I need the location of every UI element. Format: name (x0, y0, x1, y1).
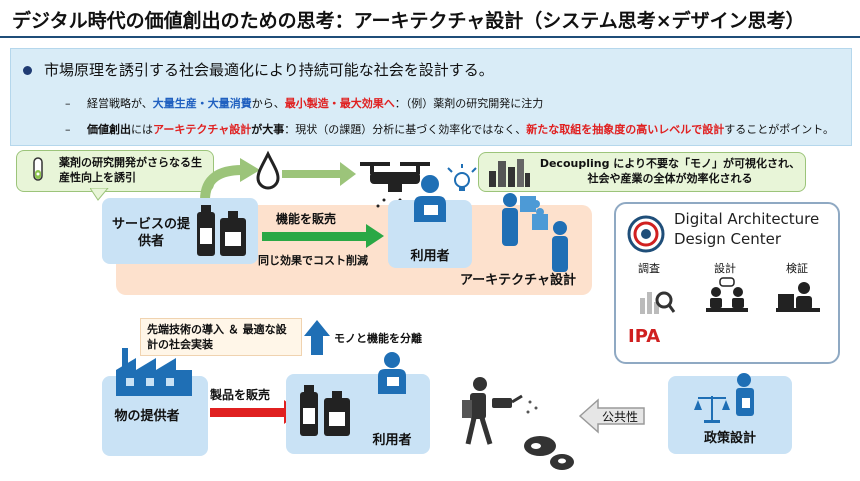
page-title: デジタル時代の価値創出のための思考：アーキテクチャ設計（システム思考×デザイン思… (12, 10, 805, 32)
lower-person-icon (378, 352, 406, 394)
dadc-card: Digital Architecture Design Center 調査 設計… (614, 202, 840, 364)
upper-user-box (388, 200, 472, 268)
dadc-label-design: 設計 (714, 262, 736, 275)
dadc-label-research: 調査 (638, 262, 660, 275)
water-drop-icon (256, 150, 280, 190)
summary-banner: 市場原理を誘引する社会最適化により持続可能な社会を設計する。 –経営戦略が、大量… (10, 48, 852, 146)
person-icon (414, 175, 446, 222)
tech-note: 先端技術の導入 ＆ 最適な設計の社会実装 (140, 318, 302, 356)
lower-user-label: 利用者 (372, 433, 412, 448)
callout-left-pointer (90, 188, 109, 201)
public-label: 公共性 (602, 410, 639, 424)
upper-user-label: 利用者 (410, 249, 450, 264)
dadc-name-line1: Digital Architecture (674, 210, 820, 228)
title-divider (0, 36, 860, 38)
bullet-icon (23, 66, 32, 75)
public-arrow (578, 398, 645, 434)
service-provider-label: サービスの提供者 (111, 217, 190, 249)
callout-rnd-text: 薬剤の研究開発がさらなる生産性向上を誘引 (59, 156, 202, 184)
separate-label: モノと機能を分離 (334, 332, 422, 345)
puzzle-team-icon (502, 193, 568, 272)
hiker-watering-icon (462, 377, 574, 470)
policy-label: 政策設計 (703, 431, 756, 446)
separate-arrow-head (304, 320, 330, 336)
ipa-logo: IPA (628, 326, 661, 347)
chart-magnifier-icon (640, 291, 676, 314)
meeting-icon (706, 277, 748, 312)
curved-arrow-head (240, 158, 260, 182)
separate-arrow (311, 335, 323, 355)
banner-main: 市場原理を誘引する社会最適化により持続可能な社会を設計する。 (23, 59, 494, 80)
callout-decoupling-text: Decoupling により不要な「モノ」が可視化され、社会や産業の全体が効率化… (539, 157, 801, 185)
function-sale-arrow-head (366, 224, 384, 248)
function-sale-arrow (262, 232, 368, 241)
factory-icon (116, 348, 192, 396)
product-sale-arrow (210, 408, 286, 417)
product-sale-label: 製品を販売 (210, 388, 271, 402)
callout-rnd: 薬剤の研究開発がさらなる生産性向上を誘引 (16, 150, 214, 192)
lightbulb-icon (447, 164, 477, 191)
drop-to-drone-arrow (282, 170, 342, 178)
tech-note-text: 先端技術の導入 ＆ 最適な設計の社会実装 (147, 323, 287, 351)
cost-reduction-label: 同じ効果でコスト削減 (258, 254, 368, 267)
bottles-icon (197, 205, 246, 256)
lower-bottles-icon (300, 385, 350, 436)
curved-arrow (200, 165, 243, 201)
drop-to-drone-head (340, 162, 356, 186)
policy-scales-icon (694, 373, 754, 423)
globe-logo-icon (627, 215, 665, 253)
laptop-worker-icon (776, 282, 820, 312)
banner-line-1: –経営戦略が、大量生産・大量消費から、最小製造・最大効果へ：（例）薬剤の研究開発… (65, 97, 544, 110)
policy-box (668, 376, 792, 454)
service-provider-box (102, 198, 258, 264)
architecture-design-label: アーキテクチャ設計 (459, 273, 577, 288)
goods-provider-label: 物の提供者 (114, 409, 180, 424)
callout-decoupling: Decoupling により不要な「モノ」が可視化され、社会や産業の全体が効率化… (478, 152, 806, 192)
dadc-label-verify: 検証 (786, 262, 808, 275)
city-icon (489, 159, 530, 187)
function-sale-label: 機能を販売 (276, 212, 337, 226)
banner-line-2: –価値創出にはアーキテクチャ設計が大事：現状（の課題）分析に基づく効率化ではなく… (65, 123, 835, 136)
test-tube-icon (33, 157, 43, 181)
dadc-name-line2: Design Center (674, 230, 782, 248)
